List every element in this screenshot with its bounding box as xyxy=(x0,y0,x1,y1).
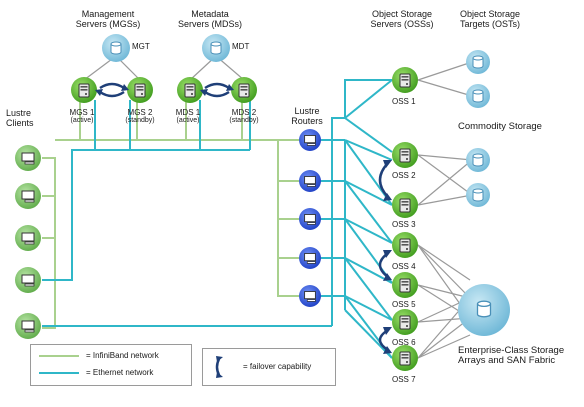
object-storage-targets-header: Object Storage Targets (OSTs) xyxy=(459,9,521,29)
mdt-node xyxy=(202,34,230,62)
mgs2-label: MGS 2 (standby) xyxy=(125,108,155,124)
router-3 xyxy=(299,208,321,230)
failover-legend-label: = failover capability xyxy=(243,362,312,371)
oss-servers xyxy=(392,67,418,371)
mds2-label: MDS 2 (standby) xyxy=(229,108,259,124)
router-4 xyxy=(299,247,321,269)
router-2 xyxy=(299,170,321,192)
oss-node-3 xyxy=(392,192,418,218)
failover-icon xyxy=(99,82,230,98)
client-workstation-3 xyxy=(15,225,41,251)
lustre-clients-header: Lustre Clients xyxy=(6,108,34,128)
oss-failover-arrowheads xyxy=(383,160,392,354)
oss-node-1 xyxy=(392,67,418,93)
mgs1-node xyxy=(71,77,97,103)
client-workstation-5 xyxy=(15,313,41,339)
oss-7-label: OSS 7 xyxy=(392,375,416,384)
commodity-storage xyxy=(466,50,490,207)
mdt-label: MDT xyxy=(232,42,250,51)
infiniband-legend-label: = InfiniBand network xyxy=(86,351,159,360)
mgt-node xyxy=(102,34,130,62)
client-workstation-2 xyxy=(15,183,41,209)
ost-2 xyxy=(466,84,490,108)
mds2-node xyxy=(231,77,257,103)
ethernet-legend-label: = Ethernet network xyxy=(86,368,154,377)
failover-legend-icon xyxy=(215,356,223,378)
failover-arrowheads xyxy=(95,84,234,96)
oss-node-2 xyxy=(392,142,418,168)
enterprise-storage xyxy=(458,284,510,336)
commodity-storage-label: Commodity Storage xyxy=(458,121,542,132)
oss-6-label: OSS 6 xyxy=(392,338,416,347)
router-1 xyxy=(299,129,321,151)
enterprise-storage-label: Enterprise-Class Storage Arrays and SAN … xyxy=(458,345,565,366)
mgs1-label: MGS 1 (active) xyxy=(69,108,95,124)
oss-node-5 xyxy=(392,272,418,298)
mgt-label: MGT xyxy=(132,42,150,51)
infiniband-legend-swatch xyxy=(39,355,79,357)
failover-legend: = failover capability xyxy=(202,348,336,386)
oss-node-6 xyxy=(392,309,418,335)
infiniband-links xyxy=(42,100,300,329)
mds1-label: MDS 1 (active) xyxy=(175,108,201,124)
lustre-routers-header: Lustre Routers xyxy=(291,106,323,126)
lustre-routers xyxy=(299,129,321,307)
network-legend: = InfiniBand network = Ethernet network xyxy=(30,344,192,386)
ethernet-legend-swatch xyxy=(39,372,79,374)
mds1-node xyxy=(177,77,203,103)
management-servers-header: Management Servers (MGSs) xyxy=(75,9,141,29)
mgs2-node xyxy=(127,77,153,103)
oss-5-label: OSS 5 xyxy=(392,300,416,309)
metadata-servers-header: Metadata Servers (MDSs) xyxy=(177,9,242,29)
ost-4 xyxy=(466,183,490,207)
oss-1-label: OSS 1 xyxy=(392,97,416,106)
client-workstation-1 xyxy=(15,145,41,171)
oss-4-label: OSS 4 xyxy=(392,262,416,271)
oss-3-label: OSS 3 xyxy=(392,220,416,229)
lustre-clients xyxy=(15,145,41,339)
object-storage-servers-header: Object Storage Servers (OSSs) xyxy=(370,9,434,29)
oss-2-label: OSS 2 xyxy=(392,171,416,180)
router-5 xyxy=(299,285,321,307)
ost-1 xyxy=(466,50,490,74)
client-workstation-4 xyxy=(15,267,41,293)
oss-node-7 xyxy=(392,345,418,371)
oss-node-4 xyxy=(392,232,418,258)
ost-3 xyxy=(466,148,490,172)
